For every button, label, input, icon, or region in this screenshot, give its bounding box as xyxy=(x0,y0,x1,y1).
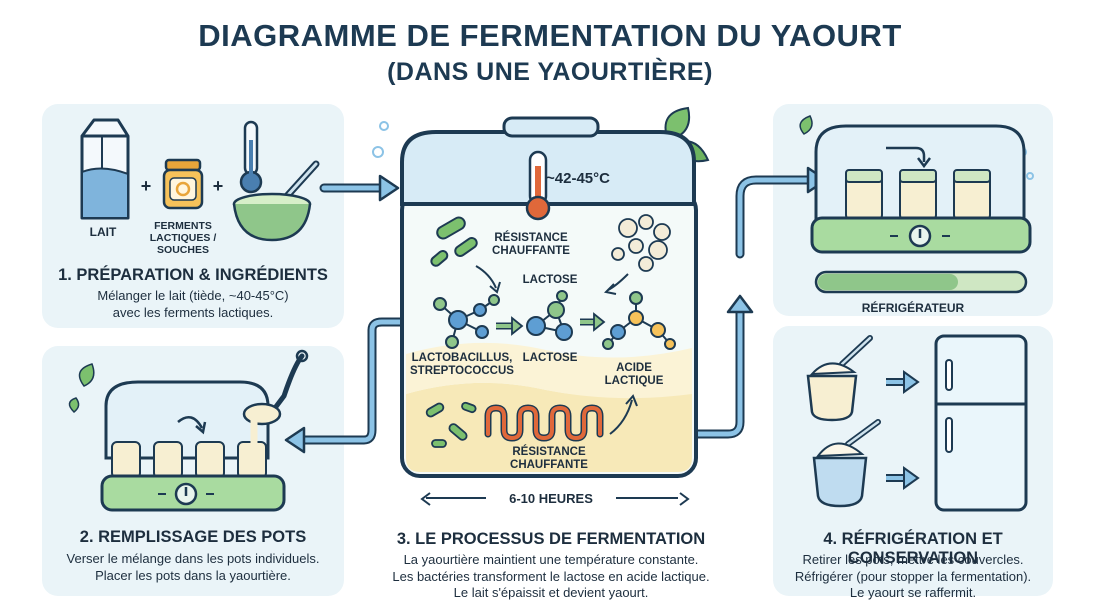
step3-heading: 3. LE PROCESSUS DE FERMENTATION xyxy=(396,530,706,548)
lactic-acid-label: ACIDE LACTIQUE xyxy=(604,362,664,388)
duration-label: 6-10 HEURES xyxy=(486,491,616,507)
bacteria-label: LACTOBACILLUS, STREPTOCOCCUS xyxy=(410,352,514,378)
diagram-title: DIAGRAMME DE FERMENTATION DU YAOURT xyxy=(198,18,902,53)
step1-heading: 1. PRÉPARATION & INGRÉDIENTS xyxy=(58,266,328,284)
milk-carton-icon xyxy=(80,118,130,220)
lactose-label-top: LACTOSE xyxy=(522,274,578,286)
fridge-label: RÉFRIGÉRATEUR xyxy=(861,301,965,315)
lactose-label-mid: LACTOSE xyxy=(522,352,578,364)
milk-label: LAIT xyxy=(89,225,117,239)
step4-heading: 4. RÉFRIGÉRATION ET CONSERVATION xyxy=(823,530,1003,567)
thermometer-icon xyxy=(239,120,263,194)
fermentation-vessel xyxy=(372,106,710,499)
diagram-subtitle: (DANS UNE YAOURTIÈRE) xyxy=(387,58,713,86)
plus-sign-2: + xyxy=(212,176,224,196)
duration-arrowheads xyxy=(420,492,690,506)
yogurt-maker-filling-illustration xyxy=(68,349,309,512)
ferments-jar-icon xyxy=(162,158,204,210)
ferments-label: FERMENTS LACTIQUES / SOUCHES xyxy=(149,220,217,257)
step2-description: Verser le mélange dans les pots individu… xyxy=(66,551,320,583)
step2-heading: 2. REMPLISSAGE DES POTS xyxy=(79,528,307,546)
heater-label-top: RÉSISTANCE CHAUFFANTE xyxy=(492,232,570,258)
mixing-bowl-icon xyxy=(232,160,320,242)
step4-description: Retirer les pots, mettre les couvercles.… xyxy=(794,552,1032,601)
yogurt-maker-closed-illustration xyxy=(799,115,1034,294)
step1-description: Mélanger le lait (tiède, ~40-45°C) avec … xyxy=(97,288,289,320)
step3-description: La yaourtière maintient une température … xyxy=(392,552,710,601)
temperature-label: ~42-45°C xyxy=(546,170,610,187)
refrigeration-illustration xyxy=(806,334,1028,512)
plus-sign-1: + xyxy=(140,176,152,196)
heater-label-bottom: RÉSISTANCE CHAUFFANTE xyxy=(510,446,588,472)
